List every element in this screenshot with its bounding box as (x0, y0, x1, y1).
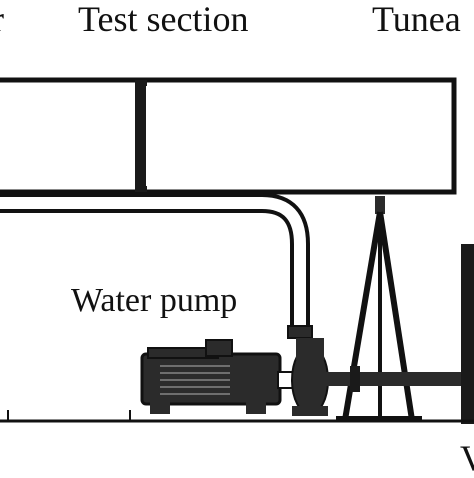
water-pump (140, 338, 474, 416)
label-bottom-right-partial: V (460, 438, 474, 478)
tripod-base (336, 416, 422, 422)
pump-base (292, 406, 328, 416)
motor-foot-left (150, 402, 170, 414)
motor-foot-right (246, 402, 266, 414)
test-section-divider (135, 80, 147, 192)
label-water-pump: Water pump (71, 282, 238, 319)
ground (0, 410, 474, 423)
right-tank (461, 244, 474, 424)
outlet-flange (350, 366, 360, 392)
pipe-inner (0, 197, 306, 330)
tripod-clamp (375, 196, 385, 214)
pump-inlet (296, 338, 324, 360)
label-left-partial: r (0, 1, 4, 37)
outlet-pipe (326, 372, 474, 386)
tank-wall (461, 244, 474, 424)
terminal-box (205, 339, 233, 357)
label-tunnel-partial: Tunea (372, 0, 461, 39)
cooling-fins (160, 365, 230, 395)
tripod-leg-right (377, 211, 415, 421)
label-test-section: Test section (78, 0, 249, 39)
tunnel-channel (0, 77, 457, 195)
tripod-support (336, 196, 422, 422)
tunnel-outline (0, 77, 457, 195)
return-pipe (0, 193, 313, 339)
pipe-flange (287, 325, 313, 339)
